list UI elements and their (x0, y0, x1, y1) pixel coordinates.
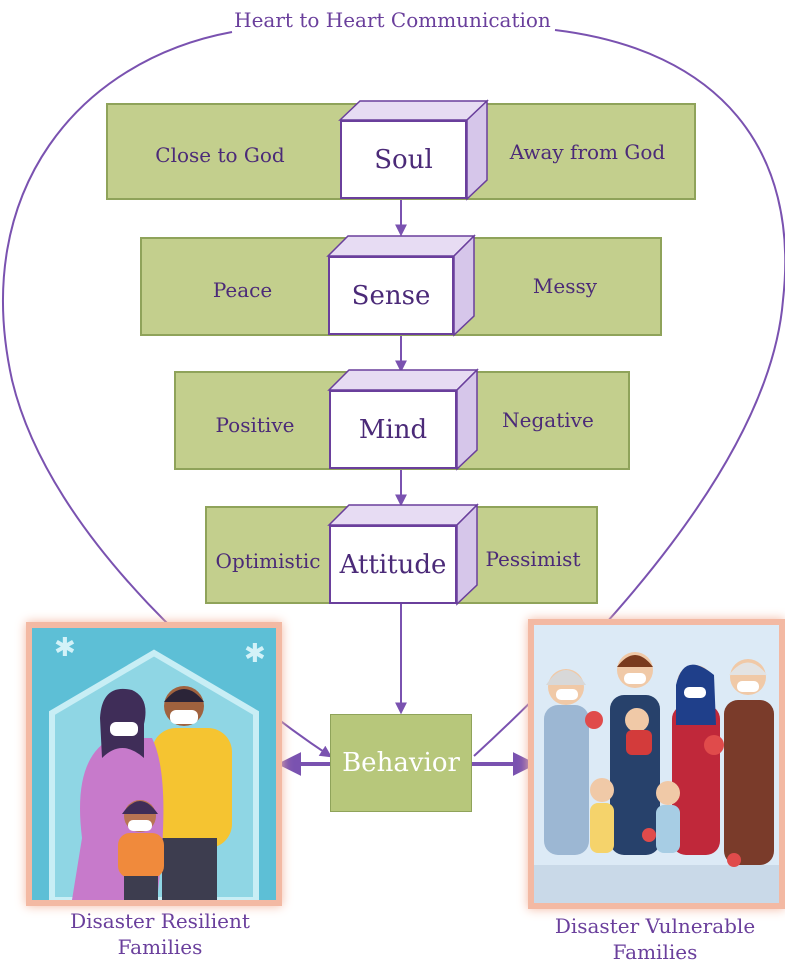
level-left-mind: Positive (215, 413, 295, 437)
vulnerable-family-drawing (534, 625, 779, 903)
caption-resilient-line1: Disaster Resilient (70, 909, 250, 933)
level-center-mind: Mind (329, 390, 457, 469)
behavior-box: Behavior (330, 714, 472, 812)
caption-vulnerable-line2: Families (612, 940, 698, 964)
level-left-soul: Close to God (155, 143, 285, 167)
vulnerable-family-illustration (528, 619, 785, 909)
resilient-family-illustration: ✱ ✱ (26, 622, 282, 906)
caption-resilient-line2: Families (117, 935, 203, 959)
level-center-soul: Soul (340, 120, 467, 199)
level-left-attitude: Optimistic (215, 549, 321, 573)
svg-text:✱: ✱ (54, 633, 76, 663)
svg-text:✱: ✱ (244, 639, 266, 669)
level-right-attitude: Pessimist (485, 547, 581, 571)
level-center-attitude: Attitude (329, 525, 457, 604)
level-right-mind: Negative (502, 408, 594, 432)
level-left-sense: Peace (212, 278, 273, 302)
level-right-soul: Away from God (509, 140, 666, 164)
caption-vulnerable-line1: Disaster Vulnerable (554, 914, 756, 938)
diagram-title: Heart to Heart Communication (234, 8, 551, 32)
level-right-sense: Messy (532, 274, 598, 298)
resilient-family-drawing: ✱ ✱ (32, 628, 276, 900)
caption-vulnerable: Disaster Vulnerable Families (525, 913, 785, 965)
caption-resilient: Disaster Resilient Families (30, 908, 290, 960)
level-center-sense: Sense (328, 256, 454, 335)
